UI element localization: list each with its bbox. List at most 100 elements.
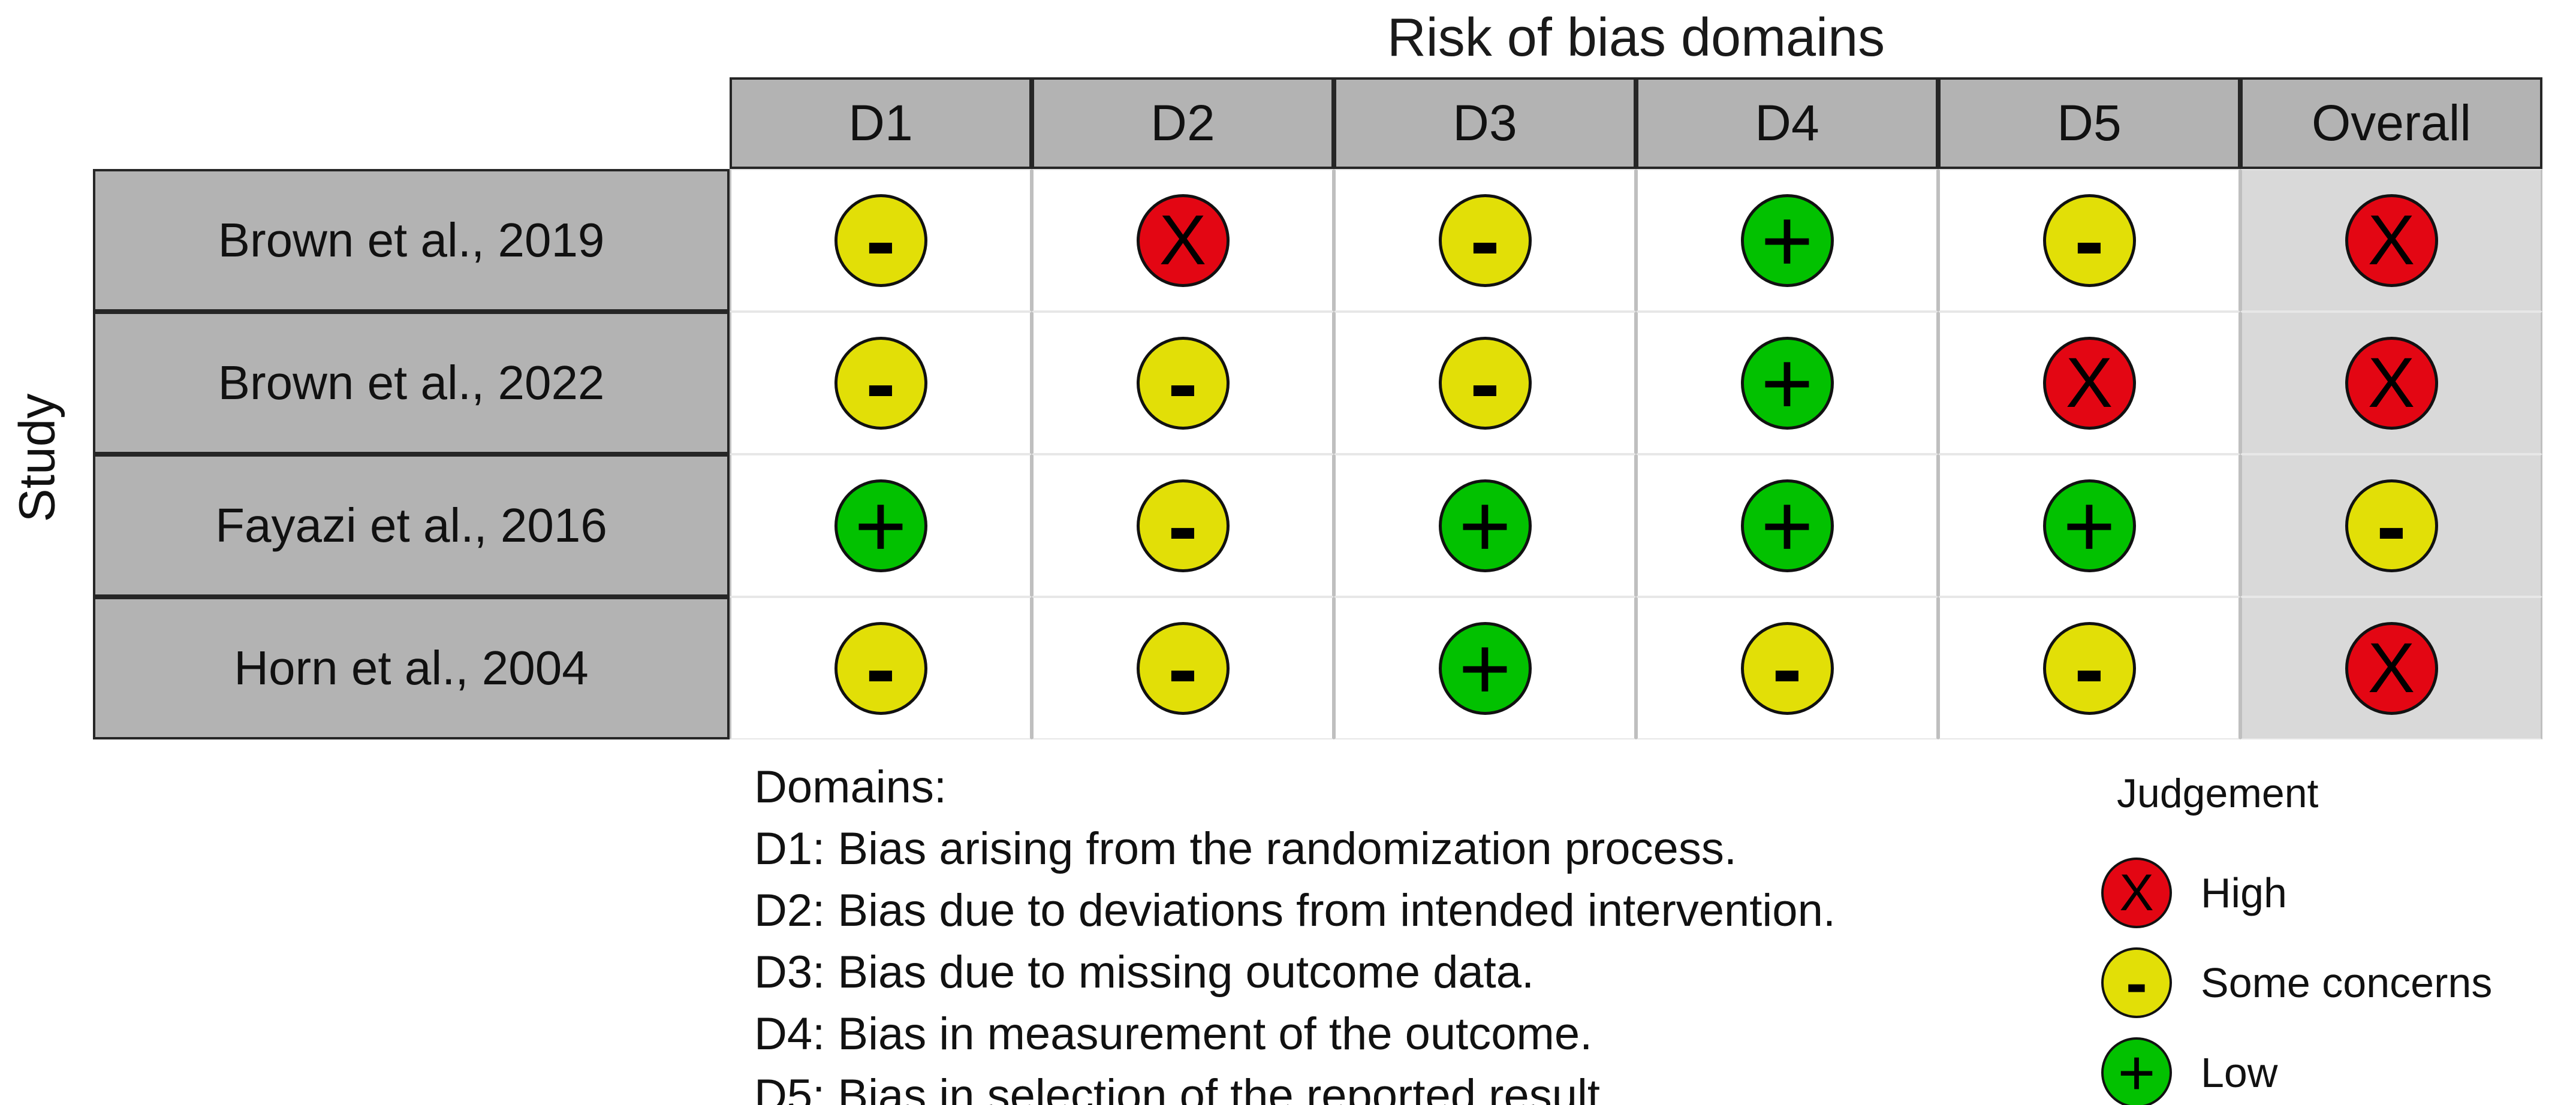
chart-title: Risk of bias domains [1387, 8, 1885, 68]
header-cell-d4: D4 [1636, 77, 1938, 169]
domains-note-line: D2: Bias due to deviations from intended… [754, 885, 1836, 936]
judgement-symbol: X [2065, 343, 2113, 422]
judgement-circle-high: X [2101, 858, 2172, 928]
judgement-circle-low: + [2042, 475, 2136, 576]
judgement-cell-d4: + [1636, 454, 1938, 597]
judgement-cell-d4: + [1636, 169, 1938, 312]
judgement-circle-low: + [834, 479, 927, 572]
judgement-symbol: X [1159, 201, 1207, 280]
judgement-symbol: + [1761, 190, 1813, 291]
judgement-symbol: - [1772, 618, 1802, 718]
judgement-circle-high: X [2345, 621, 2438, 715]
judgement-circle-low: + [1740, 333, 1834, 433]
legend-item-some_concerns: - Some concerns [2101, 938, 2492, 1028]
domains-note: Domains: D1: Bias arising from the rando… [754, 756, 1836, 1105]
judgement-circle-some_concerns: - [1438, 190, 1532, 291]
judgement-cell-d2: - [1032, 312, 1334, 454]
judgement-cell-d3: - [1334, 169, 1636, 312]
judgement-circle-some_concerns: - [1740, 618, 1834, 718]
judgement-symbol: - [866, 333, 896, 433]
domains-note-line: D3: Bias due to missing outcome data. [754, 947, 1535, 998]
judgement-symbol: + [2063, 475, 2116, 576]
judgement-symbol: - [2074, 190, 2104, 291]
judgement-circle-some_concerns: - [2345, 479, 2438, 572]
header-cell-overall: Overall [2240, 77, 2542, 169]
judgement-cell-overall: X [2240, 597, 2542, 739]
study-cell: Fayazi et al., 2016 [93, 454, 730, 597]
header-cell-d3: D3 [1334, 77, 1636, 169]
judgement-circle-some_concerns: - [2101, 947, 2172, 1018]
judgement-cell-d5: - [1938, 169, 2240, 312]
legend-item-low: + Low [2101, 1028, 2492, 1105]
judgement-circle-some_concerns: - [834, 333, 927, 433]
judgement-symbol: - [2126, 946, 2147, 1019]
judgement-circle-some_concerns: - [2042, 618, 2136, 718]
study-cell: Horn et al., 2004 [93, 597, 730, 739]
judgement-cell-d3: + [1334, 454, 1636, 597]
header-cell-d5: D5 [1938, 77, 2240, 169]
judgement-circle-some_concerns: - [834, 618, 927, 718]
judgement-symbol: X [2119, 864, 2154, 922]
judgement-circle-high: X [2042, 336, 2136, 430]
judgement-circle-low: + [1438, 475, 1532, 576]
judgement-circle-some_concerns: - [834, 194, 927, 287]
legend-title: Judgement [2117, 771, 2319, 816]
judgement-circle-high: X [2345, 194, 2438, 287]
legend-item-label: Low [2201, 1049, 2278, 1096]
judgement-symbol: - [1470, 333, 1500, 433]
study-cell: Brown et al., 2019 [93, 169, 730, 312]
judgement-cell-d5: + [1938, 454, 2240, 597]
header-cell-d2: D2 [1032, 77, 1334, 169]
judgement-symbol: X [2367, 629, 2415, 708]
domains-note-line: D5: Bias in selection of the reported re… [754, 1070, 1613, 1105]
judgement-symbol: + [1459, 618, 1511, 718]
judgement-cell-d4: - [1636, 597, 1938, 739]
judgement-circle-some_concerns: - [1438, 333, 1532, 433]
judgement-cell-d1: - [730, 597, 1032, 739]
judgement-circle-high: X [1136, 194, 1230, 287]
judgement-cell-overall: X [2240, 169, 2542, 312]
judgement-circle-some_concerns: - [2042, 190, 2136, 291]
judgement-circle-some_concerns: - [1136, 618, 1230, 718]
judgement-circle-low: + [1740, 475, 1834, 576]
judgement-symbol: - [2074, 618, 2104, 718]
judgement-cell-d1: - [730, 312, 1032, 454]
legend-item-label: Some concerns [2201, 959, 2493, 1006]
judgement-symbol: - [1470, 190, 1500, 291]
judgement-symbol: - [1168, 333, 1198, 433]
judgement-cell-overall: X [2240, 312, 2542, 454]
judgement-cell-d2: - [1032, 597, 1334, 739]
judgement-cell-d5: X [1938, 312, 2240, 454]
judgement-cell-d5: - [1938, 597, 2240, 739]
domains-note-line: D4: Bias in measurement of the outcome. [754, 1009, 1593, 1059]
judgement-cell-d2: - [1032, 454, 1334, 597]
judgement-cell-d4: + [1636, 312, 1938, 454]
judgement-symbol: + [2117, 1036, 2156, 1105]
judgement-circle-low: + [1438, 618, 1532, 718]
judgement-symbol: + [1761, 333, 1813, 433]
legend-item-label: High [2201, 869, 2287, 916]
judgement-symbol: - [866, 618, 896, 718]
judgement-cell-d3: - [1334, 312, 1636, 454]
header-cell-d1: D1 [730, 77, 1032, 169]
judgement-cell-overall: - [2240, 454, 2542, 597]
judgement-symbol: X [2367, 201, 2415, 280]
judgement-cell-d1: - [730, 169, 1032, 312]
judgement-circle-some_concerns: - [1136, 475, 1230, 576]
judgement-circle-low: + [2101, 1037, 2172, 1105]
domains-note-heading: Domains: [754, 762, 947, 813]
judgement-circle-high: X [2345, 336, 2438, 430]
judgement-symbol: - [2376, 475, 2406, 576]
judgement-symbol: - [1168, 475, 1198, 576]
judgement-symbol: - [1168, 618, 1198, 718]
judgement-legend: Judgement X High - Some concerns + Low [2101, 770, 2492, 1105]
study-cell: Brown et al., 2022 [93, 312, 730, 454]
judgement-symbol: + [1761, 475, 1813, 576]
judgement-symbol: X [2367, 343, 2415, 422]
judgement-circle-some_concerns: - [1136, 333, 1230, 433]
judgement-symbol: + [854, 475, 907, 576]
study-axis-label: Study [8, 393, 65, 523]
judgement-symbol: + [1459, 475, 1511, 576]
